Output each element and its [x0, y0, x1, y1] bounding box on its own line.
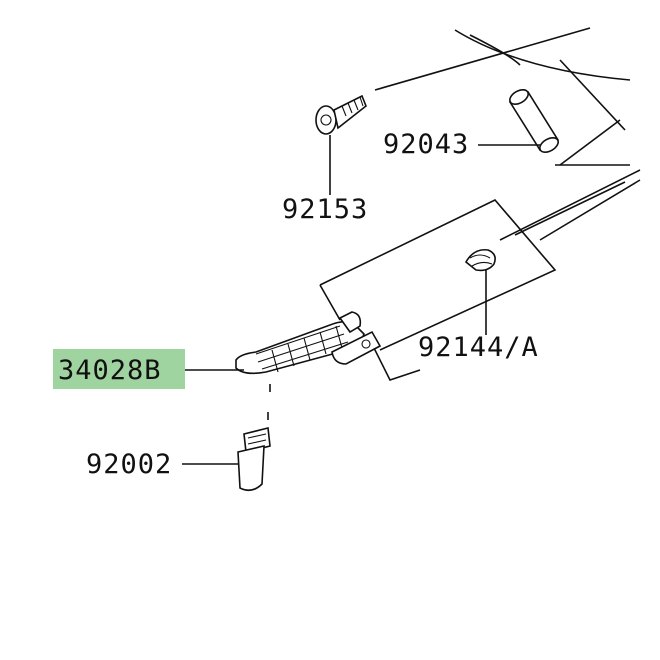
pin-92002[interactable]	[182, 427, 271, 492]
collar-92043[interactable]	[478, 87, 561, 155]
bracket-outline	[319, 169, 641, 381]
highlight-34028B	[53, 349, 185, 389]
label-34028B[interactable]: 34028B	[58, 355, 162, 386]
frame-outline	[374, 27, 641, 241]
label-92153[interactable]: 92153	[282, 194, 368, 225]
spring-92144A[interactable]	[464, 248, 496, 335]
bolt-92153[interactable]	[315, 94, 367, 195]
footpeg-34028B[interactable]	[183, 311, 382, 420]
label-92002[interactable]: 92002	[86, 449, 172, 480]
label-92043[interactable]: 92043	[383, 129, 469, 160]
label-92144A[interactable]: 92144/A	[418, 332, 539, 363]
